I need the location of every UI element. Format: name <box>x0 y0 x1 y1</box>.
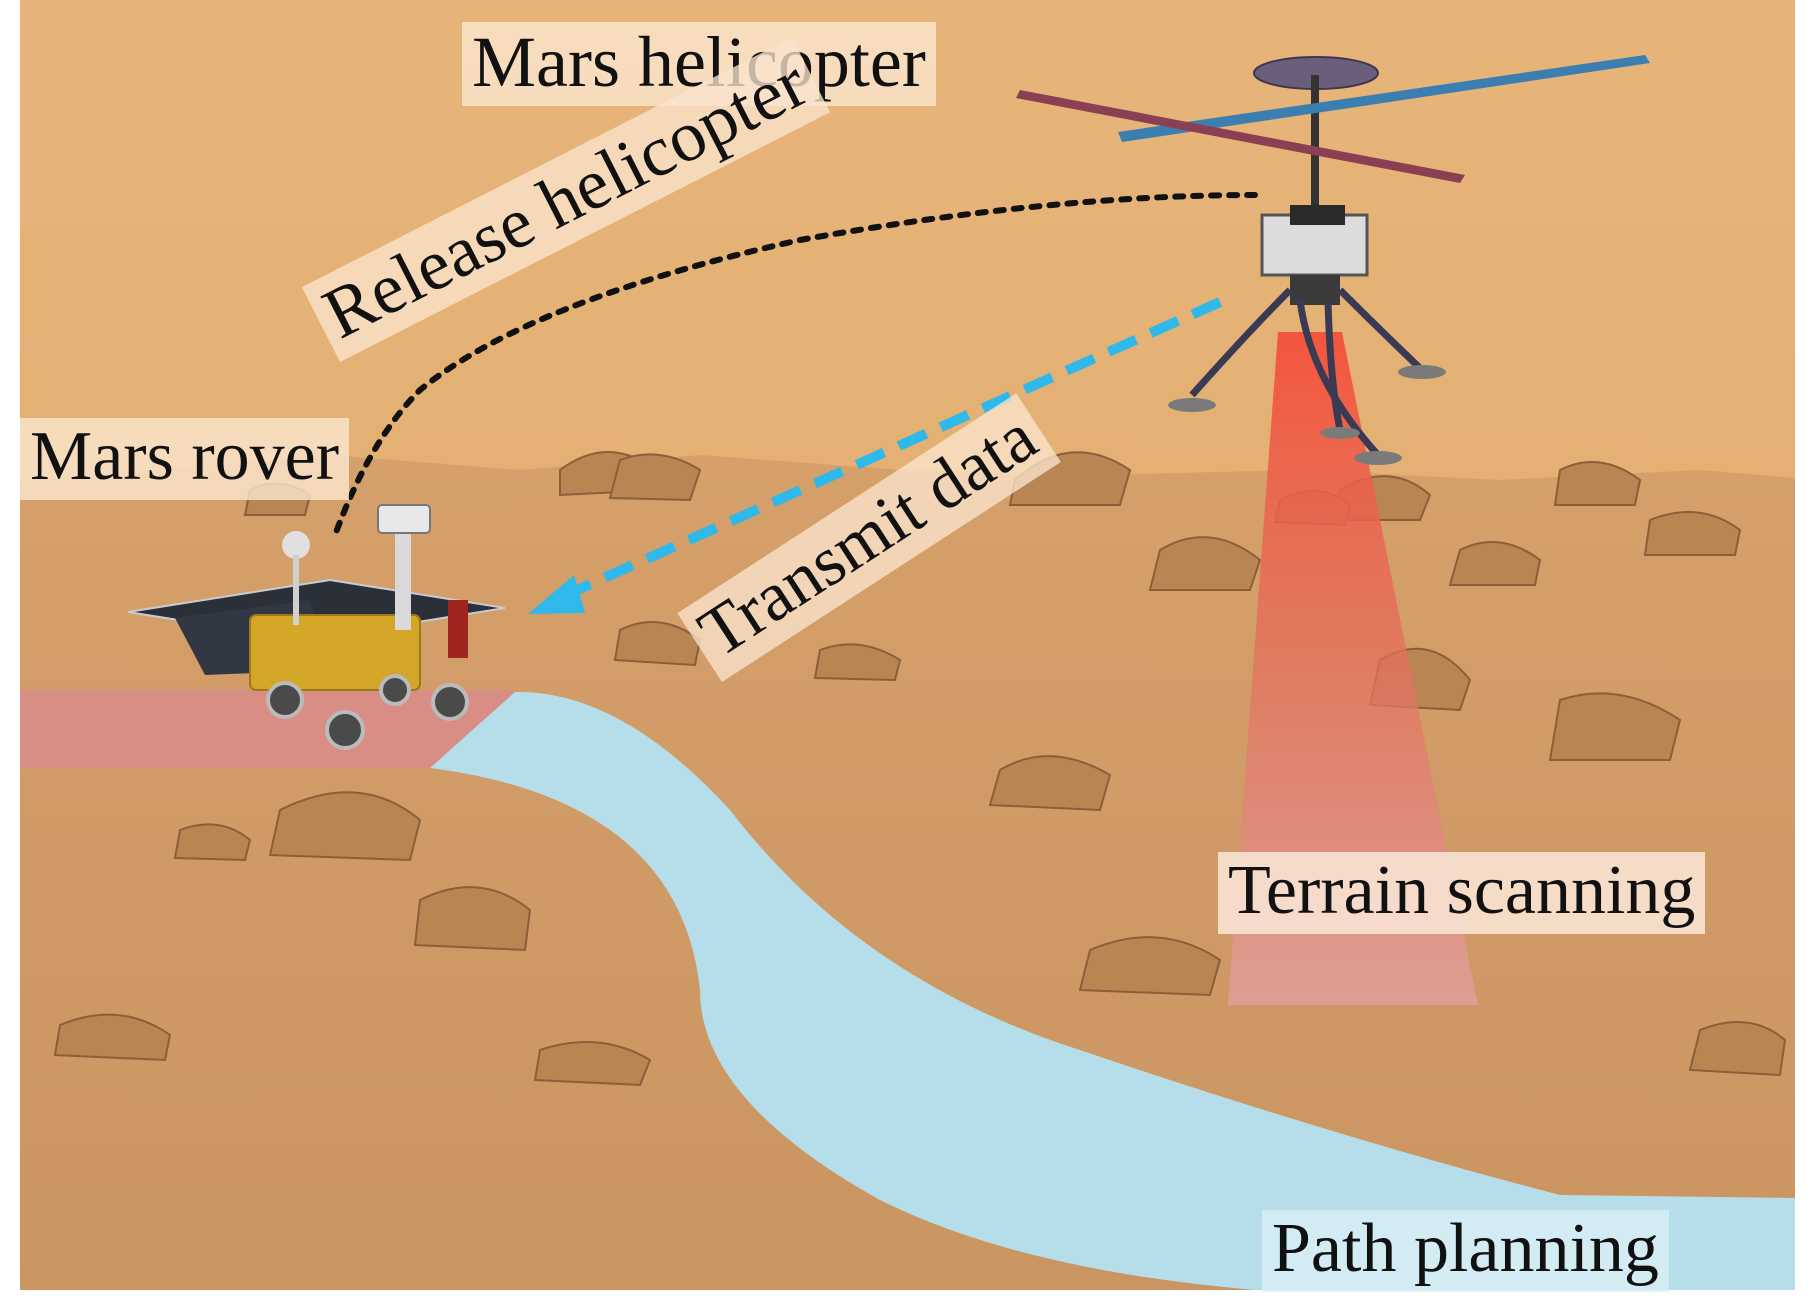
transmit-arrow <box>528 297 1223 614</box>
mars-helicopter <box>1016 55 1650 465</box>
mars-rover <box>127 504 506 750</box>
path-planning-label: Path planning <box>1262 1210 1669 1292</box>
terrain-scanning-label: Terrain scanning <box>1218 852 1706 934</box>
release-arc <box>332 192 1258 538</box>
terrain-scan-beam <box>1228 332 1478 1005</box>
mars-rover-label: Mars rover <box>20 418 350 500</box>
